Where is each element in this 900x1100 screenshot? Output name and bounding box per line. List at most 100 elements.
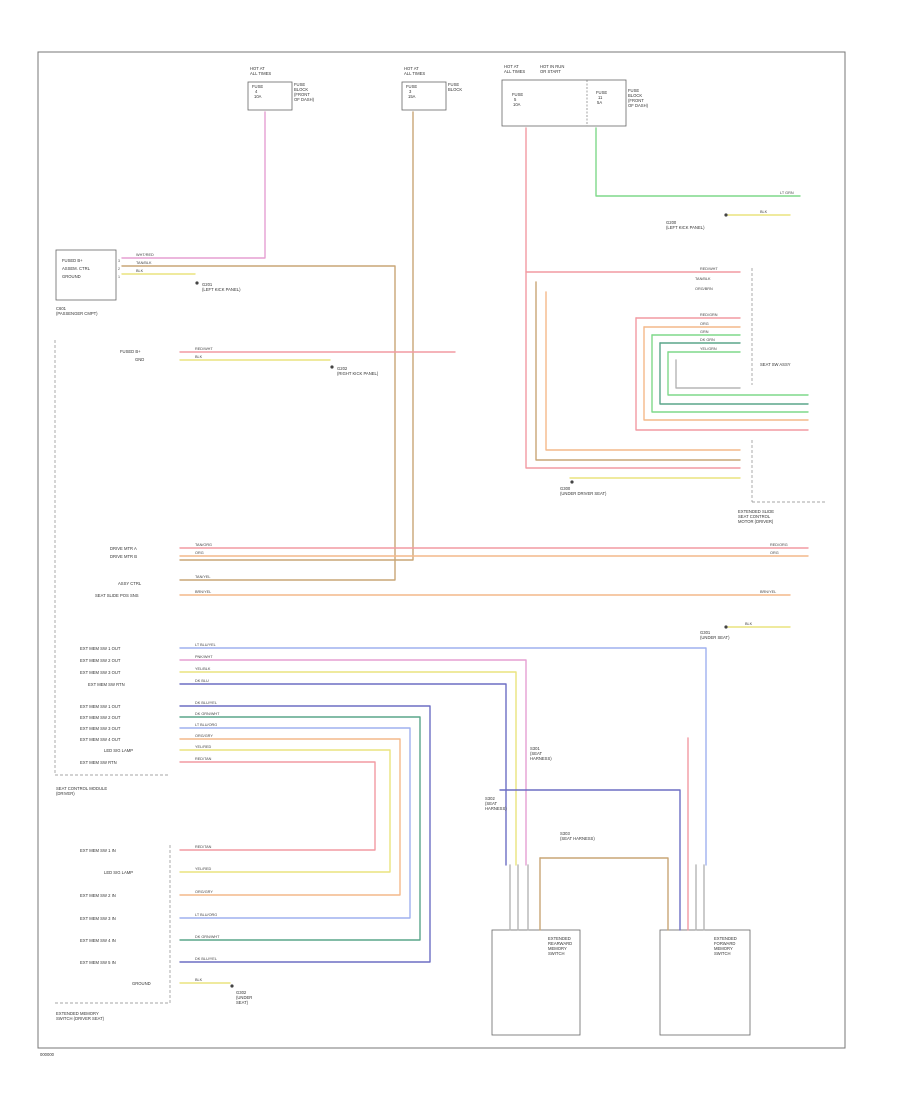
svg-text:10A: 10A (513, 102, 521, 107)
svg-text:EXT MEM SW 4 OUT: EXT MEM SW 4 OUT (80, 737, 121, 742)
bottom-connector-left: EXTENDED REARWARD MEMORY SWITCH (491, 929, 581, 1036)
svg-text:HOT AT: HOT AT (404, 66, 419, 71)
svg-text:10A: 10A (254, 94, 262, 99)
svg-text:TAN/ORG: TAN/ORG (195, 543, 212, 547)
svg-text:EXT MEM SW 1 IN: EXT MEM SW 1 IN (80, 848, 116, 853)
svg-text:EXT MEM SW RTN: EXT MEM SW RTN (88, 682, 125, 687)
svg-text:EXT MEM SW 1 OUT: EXT MEM SW 1 OUT (80, 646, 121, 651)
svg-text:G202: G202 (337, 366, 348, 371)
svg-text:GROUND: GROUND (62, 274, 81, 279)
svg-text:YEL/BLK: YEL/BLK (195, 667, 211, 671)
svg-text:ASSY CTRL: ASSY CTRL (118, 581, 142, 586)
svg-text:MEMORY: MEMORY (548, 946, 567, 951)
svg-text:REARWARD: REARWARD (548, 941, 572, 946)
svg-text:SEAT CONTROL MODULE: SEAT CONTROL MODULE (56, 786, 107, 791)
svg-text:BRN/YEL: BRN/YEL (760, 590, 776, 594)
svg-text:3: 3 (409, 89, 412, 94)
svg-text:RED/TAN: RED/TAN (195, 845, 212, 849)
svg-text:FUSE: FUSE (406, 84, 417, 89)
svg-text:15A: 15A (408, 94, 416, 99)
right-switch-module: SEAT SW ASSY EXTENDED SLIDE SEAT CONTROL… (738, 268, 826, 524)
svg-text:G201: G201 (202, 282, 213, 287)
svg-text:SWITCH: SWITCH (548, 951, 565, 956)
svg-text:DK GRN/WHT: DK GRN/WHT (195, 935, 220, 939)
svg-text:(RIGHT KICK PANEL): (RIGHT KICK PANEL) (337, 371, 379, 376)
svg-text:C601: C601 (56, 306, 67, 311)
svg-text:ORG: ORG (195, 551, 204, 555)
svg-text:TAN/BLK: TAN/BLK (136, 261, 152, 265)
svg-text:ORG/BRN: ORG/BRN (695, 287, 713, 291)
svg-text:(DRIVER): (DRIVER) (56, 791, 75, 796)
svg-text:EXT MEM SW 2 IN: EXT MEM SW 2 IN (80, 893, 116, 898)
svg-text:EXT MEM SW 3 OUT: EXT MEM SW 3 OUT (80, 726, 121, 731)
svg-text:ASSEM. CTRL: ASSEM. CTRL (62, 266, 91, 271)
svg-text:HOT IN RUN: HOT IN RUN (540, 64, 564, 69)
wires (121, 111, 809, 984)
svg-text:OF DASH): OF DASH) (628, 103, 649, 108)
svg-text:2: 2 (118, 267, 120, 271)
svg-text:(PASSENGER CMPT): (PASSENGER CMPT) (56, 311, 98, 316)
ground-notes: G201 (LEFT KICK PANEL) G202 (RIGHT KICK … (195, 213, 730, 1005)
left-bottom-module: EXTENDED MEMORY SWITCH (DRIVER SEAT) (55, 845, 171, 1021)
svg-text:EXT MEM SW 5 IN: EXT MEM SW 5 IN (80, 960, 116, 965)
svg-text:EXTENDED MEMORY: EXTENDED MEMORY (56, 1011, 99, 1016)
svg-text:11: 11 (598, 95, 603, 100)
svg-text:PNK/WHT: PNK/WHT (195, 655, 213, 659)
svg-text:5A: 5A (597, 100, 602, 105)
svg-text:FUSE: FUSE (252, 84, 263, 89)
svg-text:G302: G302 (236, 990, 247, 995)
svg-text:EXT MEM SW RTN: EXT MEM SW RTN (80, 760, 117, 765)
svg-text:FUSED B+: FUSED B+ (120, 349, 141, 354)
svg-text:BRN/YEL: BRN/YEL (195, 590, 211, 594)
svg-text:RED/ORG: RED/ORG (770, 543, 788, 547)
svg-text:EXT MEM SW 4 IN: EXT MEM SW 4 IN (80, 938, 116, 943)
svg-text:WHT/RED: WHT/RED (136, 253, 154, 257)
svg-text:GROUND: GROUND (132, 981, 151, 986)
svg-text:4: 4 (255, 89, 258, 94)
svg-text:YEL/GRN: YEL/GRN (700, 347, 717, 351)
diagram-code: 000000 (40, 1052, 55, 1057)
svg-text:OF DASH): OF DASH) (294, 97, 315, 102)
svg-text:G300: G300 (560, 486, 571, 491)
svg-text:(FRONT: (FRONT (294, 92, 310, 97)
svg-text:TAN/YEL: TAN/YEL (195, 575, 211, 579)
svg-text:G200: G200 (666, 220, 677, 225)
svg-text:TAN/BLK: TAN/BLK (695, 277, 711, 281)
svg-text:BLK: BLK (195, 355, 203, 359)
svg-text:DK GRN: DK GRN (700, 338, 715, 342)
svg-text:EXT MEM SW 3 OUT: EXT MEM SW 3 OUT (80, 670, 121, 675)
svg-text:BLOCK: BLOCK (628, 93, 642, 98)
svg-text:ORG: ORG (770, 551, 779, 555)
svg-text:BLOCK: BLOCK (294, 87, 308, 92)
svg-text:SEAT CONTROL: SEAT CONTROL (738, 514, 771, 519)
diagram-frame (37, 51, 846, 1049)
svg-text:(SEAT: (SEAT (530, 751, 542, 756)
svg-text:MEMORY: MEMORY (714, 946, 733, 951)
svg-text:(UNDER: (UNDER (236, 995, 252, 1000)
svg-text:LT BLU/ORG: LT BLU/ORG (195, 913, 217, 917)
svg-text:SWITCH: SWITCH (714, 951, 731, 956)
svg-text:FORWARD: FORWARD (714, 941, 735, 946)
svg-text:(UNDER SEAT): (UNDER SEAT) (700, 635, 730, 640)
svg-text:OR START: OR START (540, 69, 561, 74)
svg-text:ALL TIMES: ALL TIMES (250, 71, 271, 76)
svg-text:S301: S301 (530, 746, 540, 751)
svg-text:DK BLU/YEL: DK BLU/YEL (195, 701, 217, 705)
svg-text:1: 1 (118, 275, 120, 279)
svg-text:LT GRN: LT GRN (780, 191, 794, 195)
svg-text:EXTENDED: EXTENDED (548, 936, 571, 941)
svg-text:HARNESS): HARNESS) (485, 806, 507, 811)
svg-text:ORG/GRY: ORG/GRY (195, 890, 213, 894)
svg-text:FUSE: FUSE (448, 82, 459, 87)
svg-text:HOT AT: HOT AT (504, 64, 519, 69)
svg-text:MOTOR (DRIVER): MOTOR (DRIVER) (738, 519, 774, 524)
svg-text:DRIVE MTR A: DRIVE MTR A (110, 546, 137, 551)
svg-text:SEAT SW ASSY: SEAT SW ASSY (760, 362, 791, 367)
svg-text:ALL TIMES: ALL TIMES (404, 71, 425, 76)
svg-text:SEAT SLIDE POS SNS: SEAT SLIDE POS SNS (95, 593, 139, 598)
svg-text:(FRONT: (FRONT (628, 98, 644, 103)
svg-text:GND: GND (135, 357, 144, 362)
